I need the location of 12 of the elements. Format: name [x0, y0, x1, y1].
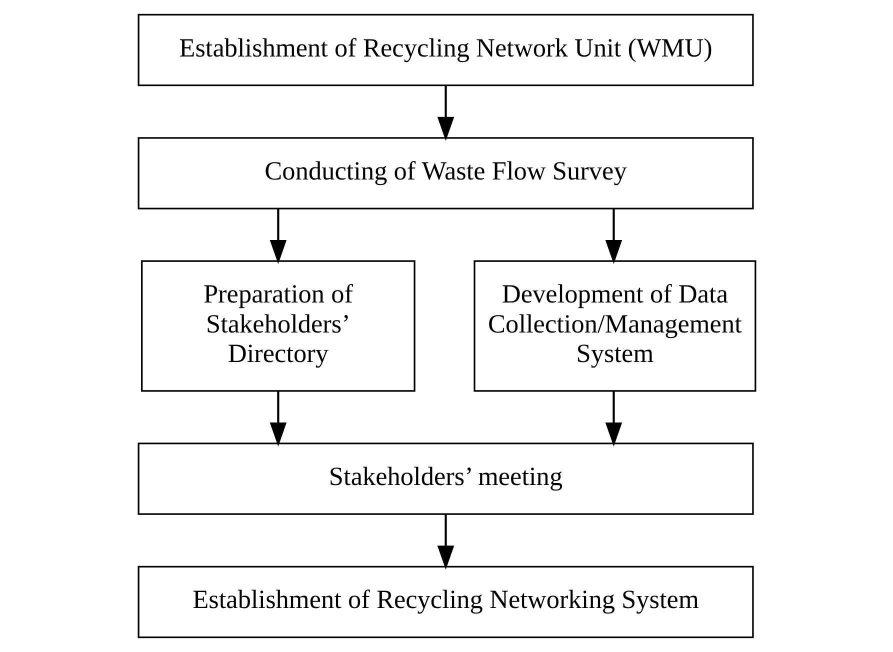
- arrow: [436, 514, 454, 570]
- arrow: [269, 391, 286, 446]
- arrow: [604, 208, 622, 264]
- node-box: Stakeholders’ meeting: [137, 442, 754, 515]
- arrow: [269, 208, 286, 264]
- arrow: [436, 86, 454, 141]
- node-box: Development of Data Collection/Management System: [473, 260, 756, 392]
- node-box: Establishment of Recycling Network Unit (WMU): [137, 14, 754, 86]
- node-box: Conducting of Waste Flow Survey: [137, 137, 754, 210]
- node-box: Establishment of Recycling Networking System: [137, 566, 754, 638]
- arrow: [604, 391, 622, 446]
- node-box: Preparation of Stakeholders’ Directory: [140, 260, 415, 392]
